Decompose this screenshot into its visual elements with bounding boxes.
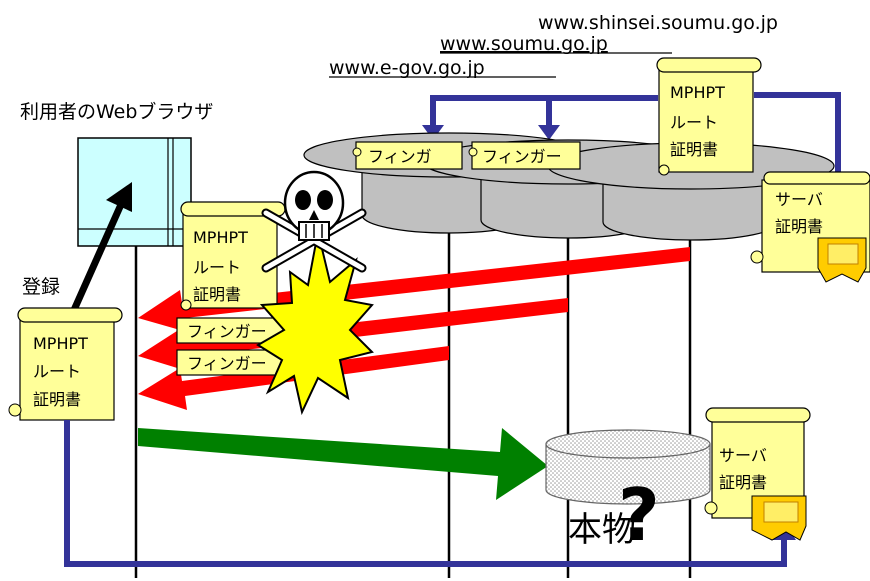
genuine-server xyxy=(545,429,711,505)
fake-fingerprint-scroll-1: フィンガー xyxy=(176,317,284,344)
svg-text:証明書: 証明書 xyxy=(775,217,823,236)
svg-text:サーバ: サーバ xyxy=(775,190,823,209)
root-cert-scroll-shinsei: MPHPT ルート 証明書 xyxy=(656,57,762,176)
svg-text:MPHPT: MPHPT xyxy=(670,83,725,102)
genuine-arrow xyxy=(138,428,548,500)
url-shinsei: www.shinsei.soumu.go.jp xyxy=(538,12,778,34)
skull-icon xyxy=(261,170,367,273)
url-egov: www.e-gov.go.jp xyxy=(329,57,485,79)
attack-arrow-shinsei xyxy=(138,247,690,332)
browser-window xyxy=(77,137,192,247)
server-cert-scroll-shinsei: サーバ 証明書 xyxy=(750,171,870,283)
svg-text:サーバ: サーバ xyxy=(719,446,767,465)
fingerprint-scroll-soumu: フィンガー xyxy=(468,141,581,170)
svg-text:フィンガー: フィンガー xyxy=(187,322,267,341)
svg-text:フィンガー: フィンガー xyxy=(482,147,562,166)
svg-text:MPHPT: MPHPT xyxy=(193,228,248,247)
genuine-label: 本物 xyxy=(568,510,636,550)
user-root-cert-scroll: MPHPT ルート 証明書 xyxy=(8,307,123,421)
fingerprint-scroll-egov: フィンガ xyxy=(352,141,463,170)
svg-text:証明書: 証明書 xyxy=(33,390,81,409)
svg-text:フィンガー: フィンガー xyxy=(187,354,267,373)
svg-text:フィンガ: フィンガ xyxy=(368,147,432,166)
server-shinsei xyxy=(547,142,835,241)
svg-text:ルート: ルート xyxy=(670,113,718,132)
explosion-icon xyxy=(256,231,374,416)
question-mark: ? xyxy=(618,473,660,557)
browser-label: 利用者のWebブラウザ xyxy=(20,100,213,123)
url-soumu: www.soumu.go.jp xyxy=(440,33,608,55)
server-cert-scroll-genuine: サーバ 証明書 xyxy=(704,407,811,541)
seal-icon-top xyxy=(817,237,867,283)
svg-text:ルート: ルート xyxy=(193,258,241,277)
svg-text:証明書: 証明書 xyxy=(193,285,241,304)
svg-text:ルート: ルート xyxy=(33,362,81,381)
fake-fingerprint-scroll-2: フィンガー xyxy=(176,349,284,376)
svg-text:MPHPT: MPHPT xyxy=(33,334,88,353)
svg-text:証明書: 証明書 xyxy=(719,473,767,492)
register-arrow xyxy=(70,182,132,312)
svg-text:証明書: 証明書 xyxy=(670,140,718,159)
register-label: 登録 xyxy=(22,276,60,298)
seal-icon-bottom xyxy=(751,495,807,541)
fake-root-cert-scroll: MPHPT ルート 証明書 xyxy=(180,201,286,311)
